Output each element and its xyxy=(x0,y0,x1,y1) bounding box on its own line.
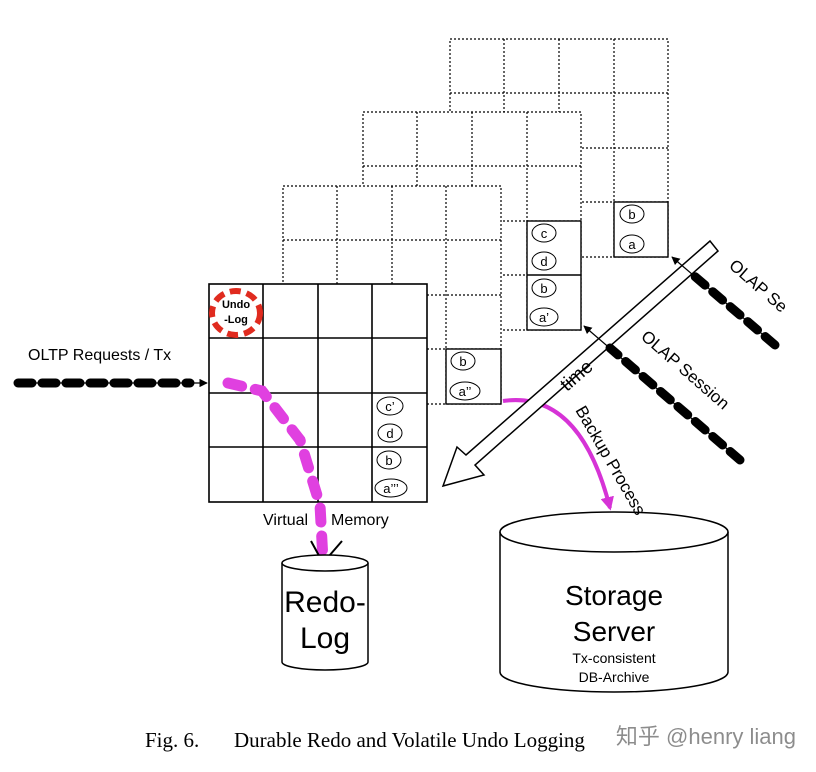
backup-process-arrow xyxy=(502,398,614,511)
olap-session-2-label: OLAP Session xyxy=(637,327,733,414)
version-label: c’ xyxy=(385,399,395,414)
page3-versions xyxy=(529,223,559,327)
version-b-ellipse xyxy=(619,204,645,224)
redo-log-label: Redo- xyxy=(284,586,366,619)
virtual-label: Virtual xyxy=(263,512,308,529)
version-label: c xyxy=(541,226,548,241)
version-label: b xyxy=(540,281,547,296)
version-label: a xyxy=(628,237,636,252)
version-label: b xyxy=(385,453,392,468)
version-label: a’’’ xyxy=(383,481,399,496)
undo-log-label: -Log xyxy=(224,314,248,326)
olap-session-2-arrow xyxy=(583,325,745,465)
oltp-label: OLTP Requests / Tx xyxy=(28,347,171,364)
storage-server-cylinder: Storage Server Tx-consistent DB-Archive xyxy=(499,511,729,693)
page4-versions xyxy=(619,204,645,254)
storage-server-subtitle: Tx-consistent xyxy=(572,650,655,666)
version-label: d xyxy=(386,426,393,441)
olap-session-1-arrow xyxy=(671,256,780,350)
version-label: b xyxy=(459,354,466,369)
storage-server-label: Storage xyxy=(565,580,663,611)
storage-server-label: Server xyxy=(573,616,655,647)
undo-log-label: Undo xyxy=(222,299,250,311)
figure-caption: Durable Redo and Volatile Undo Logging xyxy=(234,728,585,752)
watermark: 知乎 @henry liang xyxy=(616,724,796,749)
page2-versions xyxy=(449,351,481,401)
storage-server-subtitle: DB-Archive xyxy=(579,669,650,685)
version-a-ellipse xyxy=(619,234,645,254)
redo-log-label: Log xyxy=(300,622,350,655)
version-label: d xyxy=(540,254,547,269)
version-label: b xyxy=(628,207,635,222)
memory-label: Memory xyxy=(331,512,389,529)
time-arrow xyxy=(441,239,720,488)
undo-log-marker: Undo -Log xyxy=(209,288,263,338)
backup-process-label: Backup Process xyxy=(572,403,650,519)
version-label: a’’ xyxy=(459,384,472,399)
redo-log-cylinder: Redo- Log xyxy=(281,554,369,671)
figure-number: Fig. 6. xyxy=(145,728,199,752)
version-label: a’ xyxy=(539,310,549,325)
main-versions xyxy=(374,396,408,498)
